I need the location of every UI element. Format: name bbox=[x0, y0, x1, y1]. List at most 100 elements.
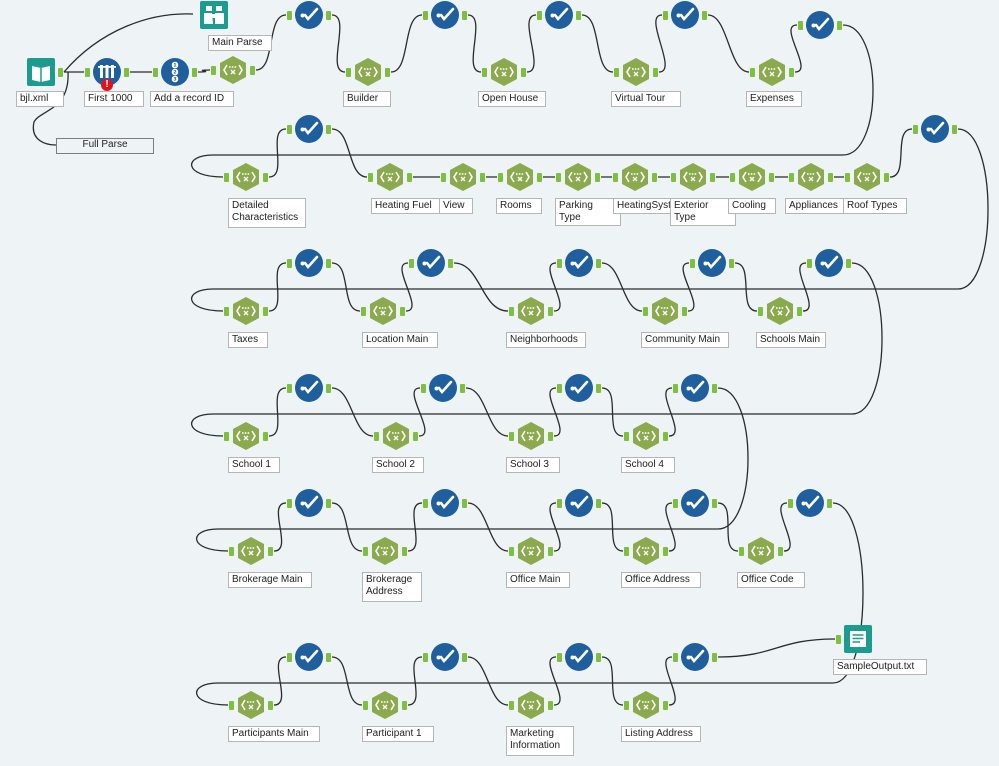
input-anchor[interactable] bbox=[557, 259, 562, 268]
input-anchor[interactable] bbox=[423, 653, 428, 662]
input-anchor[interactable] bbox=[363, 547, 368, 556]
tool-school3[interactable] bbox=[509, 421, 553, 451]
tool-s9[interactable] bbox=[557, 248, 601, 278]
tool-s0[interactable] bbox=[287, 0, 331, 30]
input-anchor[interactable] bbox=[509, 307, 514, 316]
tool-output[interactable] bbox=[836, 624, 873, 654]
input-anchor[interactable] bbox=[224, 432, 229, 441]
input-anchor[interactable] bbox=[624, 432, 629, 441]
output-anchor[interactable] bbox=[402, 701, 407, 710]
tool-school4[interactable] bbox=[624, 421, 668, 451]
output-anchor[interactable] bbox=[480, 173, 485, 182]
output-anchor[interactable] bbox=[797, 307, 802, 316]
tool-s24[interactable] bbox=[673, 642, 717, 672]
input-anchor[interactable] bbox=[229, 547, 234, 556]
tool-s11[interactable] bbox=[807, 248, 851, 278]
output-anchor[interactable] bbox=[263, 173, 268, 182]
tool-s6[interactable] bbox=[913, 114, 957, 144]
output-anchor[interactable] bbox=[268, 547, 273, 556]
input-anchor[interactable] bbox=[498, 173, 503, 182]
output-anchor[interactable] bbox=[263, 432, 268, 441]
input-anchor[interactable] bbox=[346, 68, 351, 77]
input-anchor[interactable] bbox=[287, 259, 292, 268]
tool-school2[interactable] bbox=[374, 421, 418, 451]
tool-officemain[interactable] bbox=[509, 536, 553, 566]
input-anchor[interactable] bbox=[557, 499, 562, 508]
tool-s7[interactable] bbox=[287, 248, 331, 278]
tool-roof[interactable] bbox=[845, 162, 889, 192]
input-anchor[interactable] bbox=[556, 173, 561, 182]
tool-officeaddr[interactable] bbox=[624, 536, 668, 566]
output-anchor[interactable] bbox=[402, 547, 407, 556]
output-anchor[interactable] bbox=[448, 259, 453, 268]
input-anchor[interactable] bbox=[788, 499, 793, 508]
input-anchor[interactable] bbox=[643, 307, 648, 316]
input-anchor[interactable] bbox=[482, 68, 487, 77]
input-anchor[interactable] bbox=[368, 173, 373, 182]
input-anchor[interactable] bbox=[663, 11, 668, 20]
output-anchor[interactable] bbox=[250, 66, 255, 75]
output-anchor[interactable] bbox=[663, 547, 668, 556]
tool-s20[interactable] bbox=[788, 488, 832, 518]
input-anchor[interactable] bbox=[614, 68, 619, 77]
tool-listaddr[interactable] bbox=[624, 690, 668, 720]
output-anchor[interactable] bbox=[268, 701, 273, 710]
tool-officecode[interactable] bbox=[739, 536, 783, 566]
output-anchor[interactable] bbox=[58, 68, 63, 77]
input-anchor[interactable] bbox=[557, 384, 562, 393]
tool-browse[interactable] bbox=[199, 0, 229, 30]
tool-s10[interactable] bbox=[690, 248, 734, 278]
tool-s13[interactable] bbox=[421, 373, 465, 403]
input-anchor[interactable] bbox=[690, 259, 695, 268]
full-parse-comment[interactable]: Full Parse bbox=[56, 138, 154, 154]
output-anchor[interactable] bbox=[326, 259, 331, 268]
tool-record[interactable]: 1 2 3 bbox=[153, 57, 197, 87]
input-anchor[interactable] bbox=[509, 701, 514, 710]
output-anchor[interactable] bbox=[548, 547, 553, 556]
tool-s1[interactable] bbox=[423, 0, 467, 30]
tool-taxes[interactable] bbox=[224, 296, 268, 326]
output-anchor[interactable] bbox=[400, 307, 405, 316]
tool-heatsys[interactable] bbox=[613, 162, 657, 192]
tool-schoolsmain[interactable] bbox=[758, 296, 802, 326]
tool-school1[interactable] bbox=[224, 421, 268, 451]
input-anchor[interactable] bbox=[423, 11, 428, 20]
input-anchor[interactable] bbox=[750, 68, 755, 77]
input-anchor[interactable] bbox=[613, 173, 618, 182]
input-anchor[interactable] bbox=[441, 173, 446, 182]
input-anchor[interactable] bbox=[409, 259, 414, 268]
tool-brokmain[interactable] bbox=[229, 536, 273, 566]
output-anchor[interactable] bbox=[462, 11, 467, 20]
tool-heatfuel[interactable] bbox=[368, 162, 412, 192]
input-anchor[interactable] bbox=[671, 173, 676, 182]
input-anchor[interactable] bbox=[624, 701, 629, 710]
output-anchor[interactable] bbox=[326, 125, 331, 134]
output-anchor[interactable] bbox=[124, 68, 129, 77]
output-anchor[interactable] bbox=[837, 21, 842, 30]
tool-s5[interactable] bbox=[287, 114, 331, 144]
tool-partmain[interactable] bbox=[229, 690, 273, 720]
output-anchor[interactable] bbox=[663, 432, 668, 441]
output-anchor[interactable] bbox=[596, 384, 601, 393]
input-anchor[interactable] bbox=[845, 173, 850, 182]
output-anchor[interactable] bbox=[712, 384, 717, 393]
input-anchor[interactable] bbox=[421, 384, 426, 393]
input-anchor[interactable] bbox=[807, 259, 812, 268]
input-anchor[interactable] bbox=[374, 432, 379, 441]
tool-parking[interactable] bbox=[556, 162, 600, 192]
output-anchor[interactable] bbox=[827, 499, 832, 508]
input-anchor[interactable] bbox=[153, 68, 158, 77]
output-anchor[interactable] bbox=[712, 653, 717, 662]
tool-exterior[interactable] bbox=[671, 162, 715, 192]
tool-s17[interactable] bbox=[423, 488, 467, 518]
tool-s3[interactable] bbox=[663, 0, 707, 30]
tool-marketing[interactable] bbox=[509, 690, 553, 720]
output-anchor[interactable] bbox=[385, 68, 390, 77]
output-anchor[interactable] bbox=[596, 259, 601, 268]
tool-s16[interactable] bbox=[287, 488, 331, 518]
output-anchor[interactable] bbox=[462, 653, 467, 662]
tool-s12[interactable] bbox=[287, 373, 331, 403]
tool-brokaddr[interactable] bbox=[363, 536, 407, 566]
output-anchor[interactable] bbox=[548, 432, 553, 441]
